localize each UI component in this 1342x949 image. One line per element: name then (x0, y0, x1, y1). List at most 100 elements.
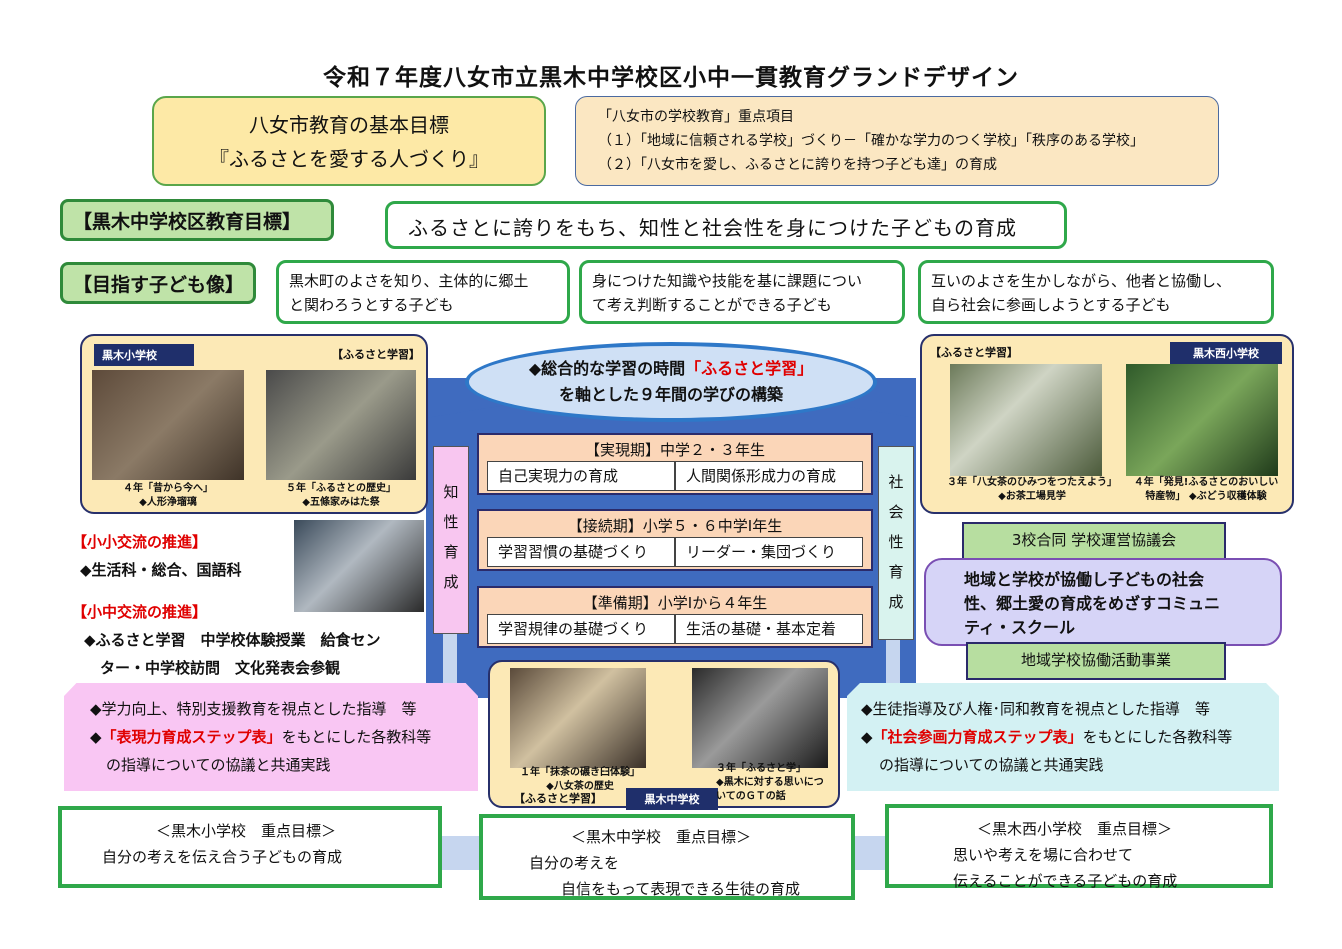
district-goal-label: 【黒木中学校区教育目標】 (60, 199, 334, 241)
basic-goal-heading: 八女市教育の基本目標 (249, 113, 449, 137)
exchange-section: 【小小交流の推進】 ◆生活科・総合、国語科 【小中交流の推進】 ◆ふるさと学習 … (72, 528, 381, 682)
stage-realization-right: 人間関係形成力の育成 (675, 461, 863, 491)
jhs-furusato-tag: 【ふるさと学習】 (514, 792, 602, 805)
kuroki-junior-high-focus-goal: ＜黒木中学校 重点目標＞ 自分の考えを 自信をもって表現できる生徒の育成 (479, 814, 855, 900)
kuroki-elementary-focus-line1: 自分の考えを伝え合う子どもの育成 (102, 848, 343, 866)
stage-connection-title: 【接続期】小学５・６中学Ⅰ年生 (567, 517, 783, 535)
bottom-connector-right (853, 836, 889, 870)
nishi-school-tag: 黒木西小学校 (1170, 342, 1282, 364)
district-goal-text: ふるさとに誇りをもち、知性と社会性を身につけた子どもの育成 (385, 201, 1067, 249)
community-school-line2: 性、郷土愛の育成をめざすコミュニ (964, 594, 1221, 613)
stage-realization: 【実現期】中学２・３年生 自己実現力の育成 人間関係形成力の育成 (477, 433, 873, 495)
right-guidance-line1: ◆生徒指導及び人権･同和教育を視点とした指導 等 (861, 700, 1211, 718)
kuroki-nishi-focus-head: ＜黒木西小学校 重点目標＞ (977, 820, 1173, 838)
caption-grade4-item: ◆人形浄瑠璃 (139, 497, 197, 508)
ideal-child-1: 黒木町のよさを知り、主体的に郷土 と関わろうとする子ども (276, 260, 570, 324)
left-guidance-line2: ◆「表現力育成ステップ表」をもとにした各教科等 (90, 723, 478, 751)
festival-photo (266, 370, 416, 480)
intellect-pillar: 知 性 育 成 (433, 446, 469, 634)
stage-connection-right: リーダー・集団づくり (675, 537, 863, 567)
caption-nishi-grade3: ３年「八女茶のひみつをつたえよう」 ◆お茶工場見学 (942, 476, 1122, 504)
elem-junior-exchange-heading: 【小中交流の推進】 (72, 603, 208, 621)
kuroki-junior-high-focus-line2: 自信をもって表現できる生徒の育成 (561, 880, 800, 898)
nishi-furusato-tag: 【ふるさと学習】 (930, 346, 1018, 359)
basic-goal-box: 八女市教育の基本目標 『ふるさとを愛する人づくり』 (152, 96, 546, 186)
social-participation-step-table: 「社会参画力育成ステップ表」 (872, 728, 1083, 746)
ideal-child-2: 身につけた知識や技能を基に課題につい て考え判断することができる子ども (579, 260, 905, 324)
stage-preparation: 【準備期】小学Ⅰから４年生 学習規律の基礎づくり 生活の基礎・基本定着 (477, 586, 873, 648)
kuroki-junior-high-focus-line1: 自分の考えを (529, 854, 620, 872)
caption-grade4: ４年「昔から今へ」 ◆人形浄瑠璃 (92, 482, 244, 510)
tea-mill-photo (510, 668, 646, 768)
kuroki-elementary-furusato-tag: 【ふるさと学習】 (332, 348, 420, 361)
guest-teacher-photo (692, 668, 828, 768)
kuroki-nishi-focus-line2: 伝えることができる子どもの育成 (953, 872, 1178, 890)
right-guidance-line2-rest: をもとにした各教科等 (1082, 728, 1233, 746)
ideal-child-label: 【目指す子ども像】 (60, 262, 256, 304)
elem-junior-exchange-line2: ター・中学校訪問 文化発表会参観 (100, 659, 341, 677)
jhs-school-tag: 黒木中学校 (626, 788, 718, 810)
caption-nishi-grade4-item: 特産物」 ◆ぶどう収穫体験 (1145, 491, 1267, 502)
right-guidance-diamond: ◆ (861, 728, 873, 746)
kuroki-nishi-focus-goal: ＜黒木西小学校 重点目標＞ 思いや考えを場に合わせて 伝えることができる子どもの… (885, 804, 1273, 890)
kuroki-junior-high-focus-head: ＜黒木中学校 重点目標＞ (571, 828, 752, 846)
grape-harvest-photo (1126, 364, 1278, 476)
intellect-char-3: 育 (443, 543, 459, 561)
kuroki-elementary-focus-goal: ＜黒木小学校 重点目標＞ 自分の考えを伝え合う子どもの育成 (58, 806, 442, 888)
right-guidance-line2: ◆「社会参画力育成ステップ表」をもとにした各教科等 (861, 723, 1279, 751)
left-guidance-line3: の指導についての協議と共通実践 (106, 756, 331, 774)
kuroki-elementary-focus-head: ＜黒木小学校 重点目標＞ (156, 822, 337, 840)
school-council-heading: 3校合同 学校運営協議会 (962, 522, 1226, 560)
elem-junior-exchange-line1: ◆ふるさと学習 中学校体験授業 給食セン (84, 631, 381, 649)
page-title: 令和７年度八女市立黒木中学校区小中一貫教育グランドデザイン (323, 65, 1019, 91)
intellect-char-1: 知 (443, 483, 459, 501)
sociality-char-5: 成 (888, 593, 904, 611)
priority-item-2: （２）「八女市を愛し、ふるさとに誇りを持つ子ども達」の育成 (598, 157, 997, 173)
sociality-char-1: 社 (888, 473, 904, 491)
sociality-char-4: 育 (888, 563, 904, 581)
community-school-box: 地域と学校が協働し子どもの社会 性、郷土愛の育成をめざすコミュニ ティ・スクール (924, 558, 1282, 646)
sociality-char-3: 性 (888, 533, 904, 551)
kuroki-elementary-card: 黒木小学校 【ふるさと学習】 ４年「昔から今へ」 ◆人形浄瑠璃 ５年「ふるさとの… (80, 334, 428, 514)
caption-jhs-grade3: ３年「ふるさと学」 ◆黒木に対する思いにつ いてのＧＴの話 (716, 762, 836, 804)
elementary-exchange-heading: 【小小交流の推進】 (72, 533, 208, 551)
caption-jhs-grade1-title: １年「抹茶の碾き臼体験」 (520, 767, 640, 778)
stage-connection-left: 学習習慣の基礎づくり (487, 537, 675, 567)
right-guidance-box: ◆生徒指導及び人権･同和教育を視点とした指導 等 ◆「社会参画力育成ステップ表」… (847, 683, 1279, 791)
intellect-char-4: 成 (443, 573, 459, 591)
community-school-line1: 地域と学校が協働し子どもの社会 (964, 570, 1205, 589)
left-guidance-box: ◆学力向上、特別支援教育を視点とした指導 等 ◆「表現力育成ステップ表」をもとに… (64, 683, 478, 791)
ideal-child-2-line1: 身につけた知識や技能を基に課題につい (592, 272, 863, 290)
caption-jhs-grade3-title: ３年「ふるさと学」 (716, 763, 806, 774)
community-collaboration-project: 地域学校協働活動事業 (966, 642, 1226, 680)
priority-item-1: （１）「地域に信頼される学校」づくり－「確かな学力のつく学校」「秩序のある学校」 (598, 133, 1144, 149)
bottom-connector-left (440, 836, 482, 870)
tea-factory-photo (950, 364, 1102, 476)
kuroki-nishi-focus-line1: 思いや考えを場に合わせて (953, 846, 1134, 864)
caption-grade5-title: ５年「ふるさとの歴史」 (286, 483, 396, 494)
caption-nishi-grade4-title: ４年「発見!ふるさとのおいしい (1133, 477, 1279, 488)
priority-items-box: 「八女市の学校教育」重点項目 （１）「地域に信頼される学校」づくり－「確かな学力… (575, 96, 1219, 186)
community-school-line3: ティ・スクール (964, 618, 1076, 637)
kuroki-elementary-school-tag: 黒木小学校 (94, 344, 194, 366)
ellipse-highlight: 「ふるさと学習」 (685, 359, 814, 378)
kuroki-junior-high-card: １年「抹茶の碾き臼体験」 ◆八女茶の歴史 【ふるさと学習】 黒木中学校 ３年「ふ… (488, 660, 840, 810)
vertical-connector-left (443, 624, 457, 684)
intellect-char-2: 性 (443, 513, 459, 531)
stage-realization-title: 【実現期】中学２・３年生 (584, 441, 765, 459)
elementary-exchange-body: ◆生活科・総合、国語科 (80, 561, 242, 579)
sociality-char-2: 会 (888, 503, 904, 521)
stage-realization-left: 自己実現力の育成 (487, 461, 675, 491)
ellipse-line2: を軸とした９年間の学びの構築 (558, 385, 783, 404)
caption-grade5: ５年「ふるさとの歴史」 ◆五條家みはた祭 (266, 482, 416, 510)
ideal-child-1-line1: 黒木町のよさを知り、主体的に郷土 (289, 272, 529, 290)
caption-nishi-grade3-item: ◆お茶工場見学 (998, 491, 1066, 502)
caption-grade5-item: ◆五條家みはた祭 (302, 497, 380, 508)
caption-jhs-grade1: １年「抹茶の碾き臼体験」 ◆八女茶の歴史 (500, 766, 660, 794)
caption-nishi-grade4: ４年「発見!ふるさとのおいしい 特産物」 ◆ぶどう収穫体験 (1118, 476, 1294, 504)
stage-connection: 【接続期】小学５・６中学Ⅰ年生 学習習慣の基礎づくり リーダー・集団づくり (477, 509, 873, 571)
priority-heading: 「八女市の学校教育」重点項目 (598, 109, 794, 125)
ellipse-line1-text: ◆総合的な学習の時間 (528, 359, 686, 378)
caption-jhs-grade3-item2: いてのＧＴの話 (716, 791, 786, 802)
ideal-child-3-line1: 互いのよさを生かしながら、他者と協働し、 (931, 272, 1232, 290)
